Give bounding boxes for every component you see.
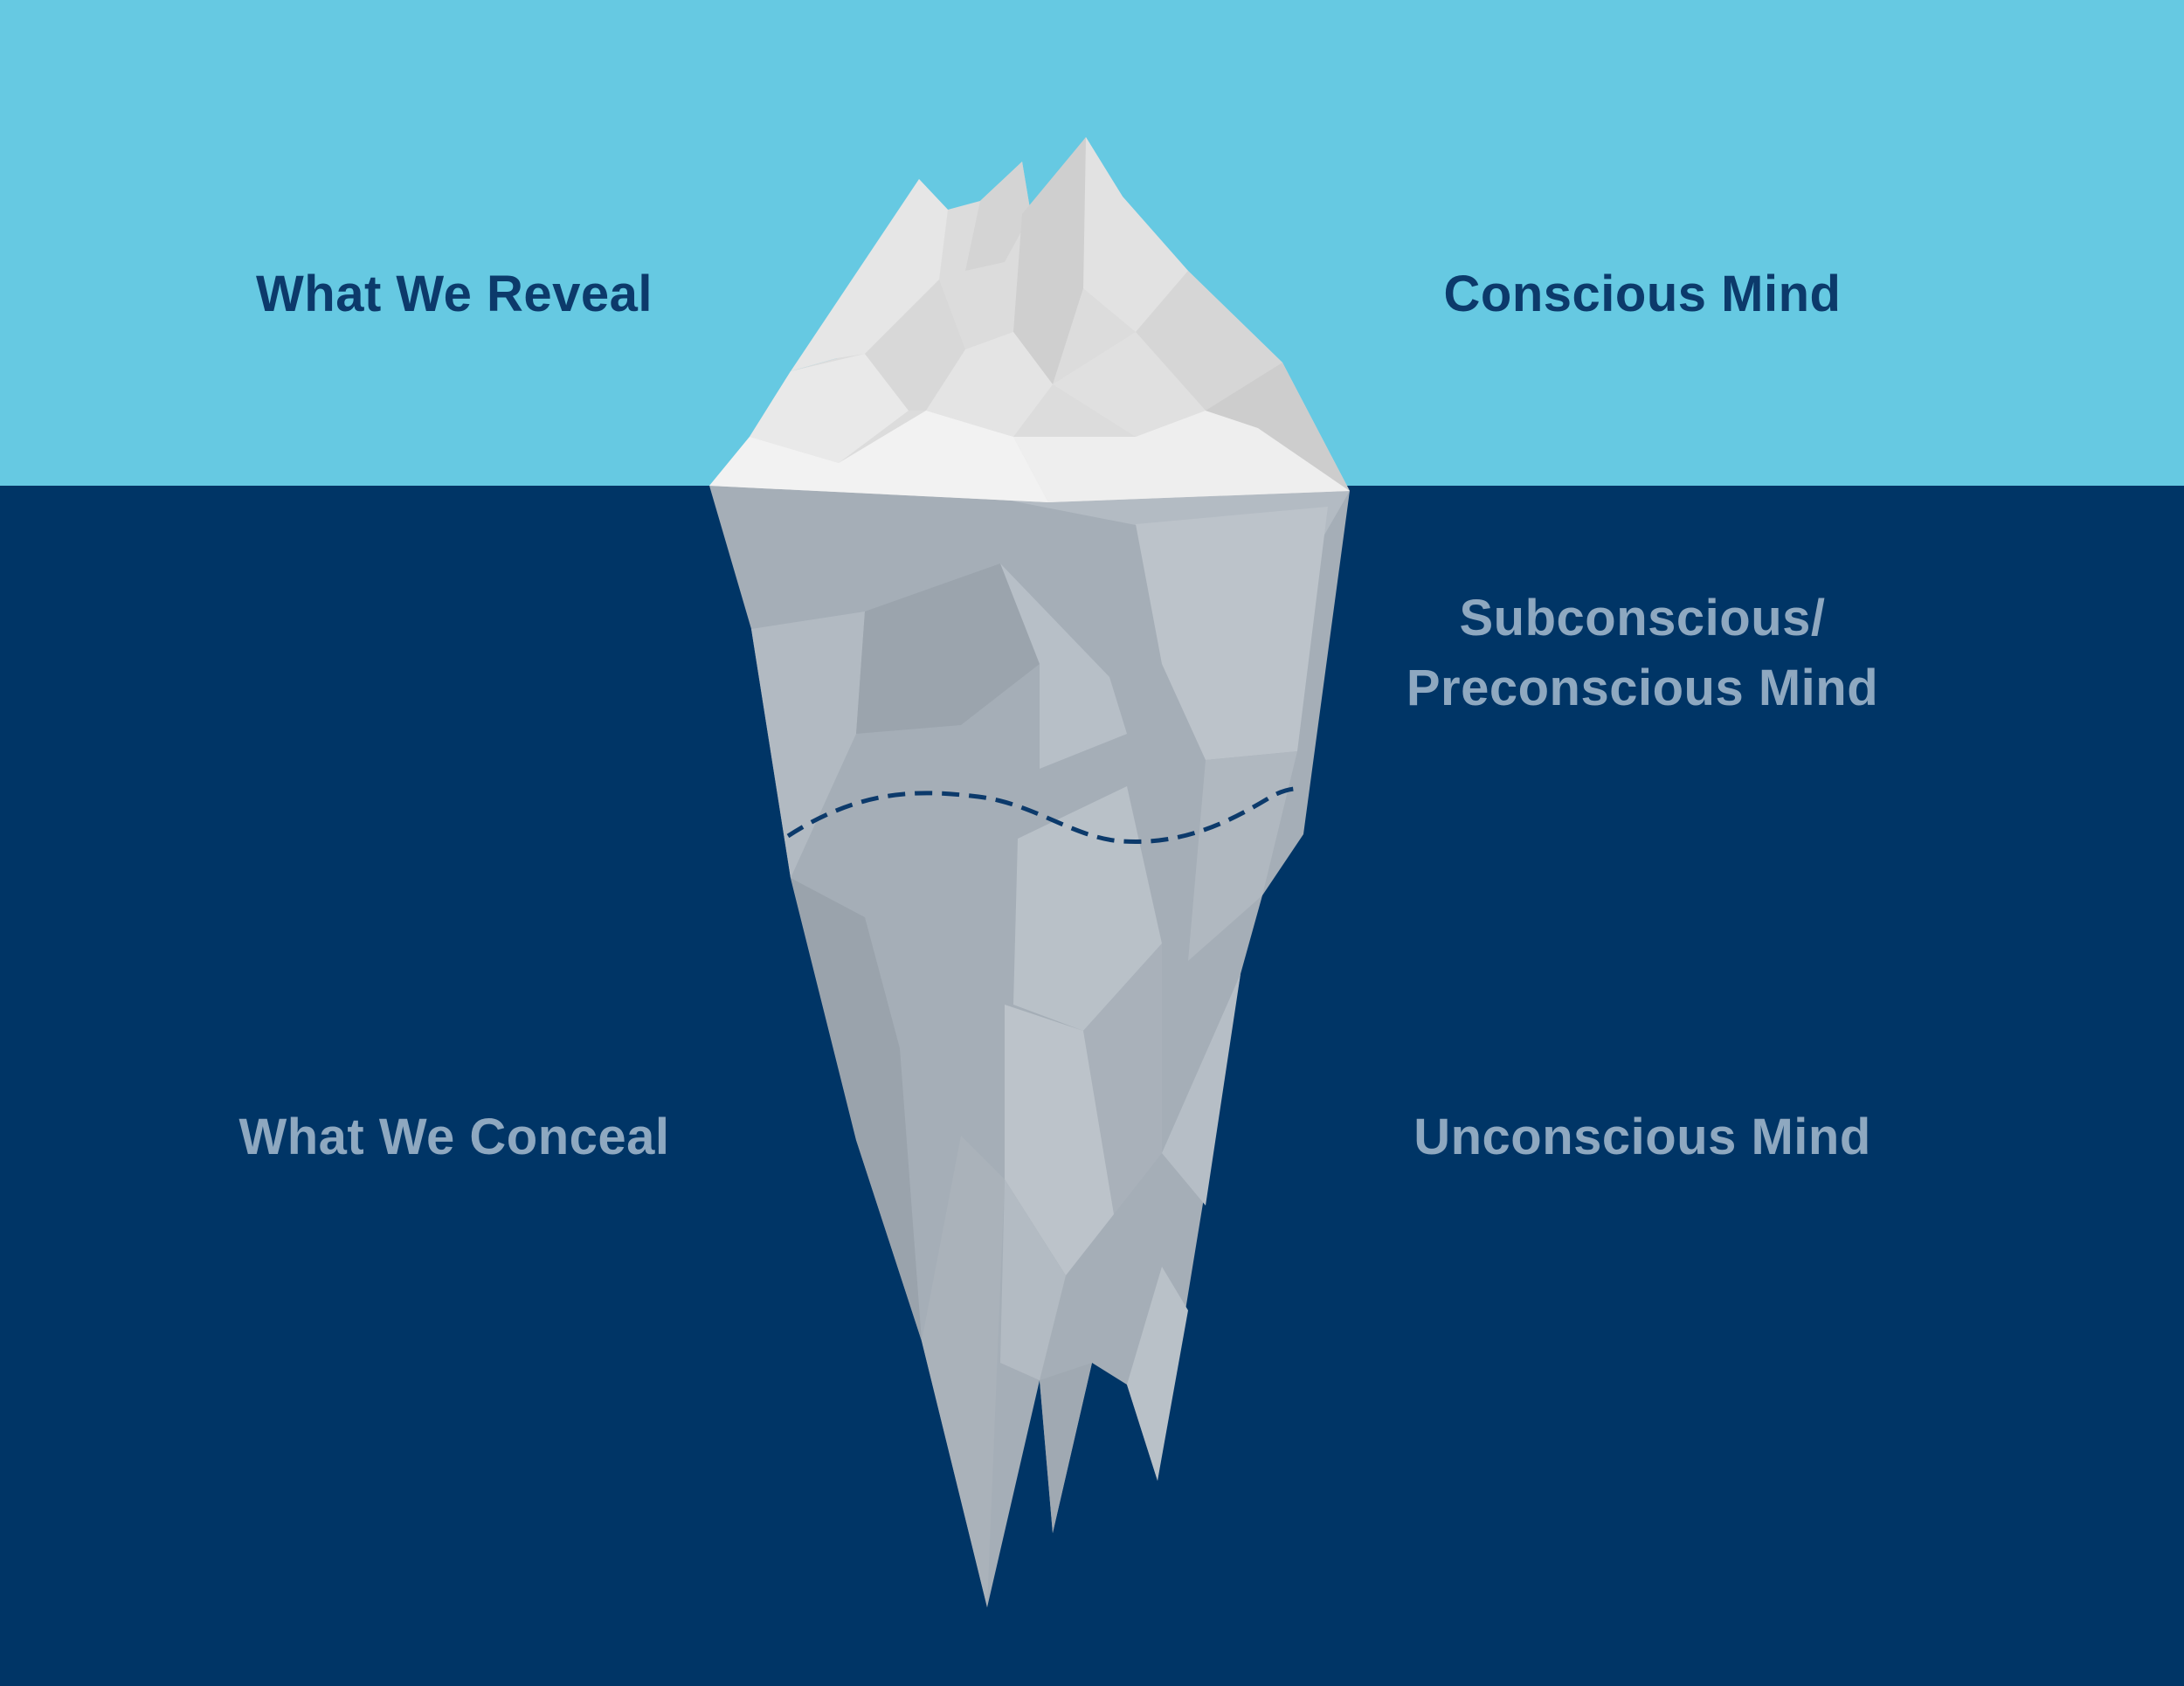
iceberg-tip: [709, 137, 1350, 502]
unconscious-mind-label: Unconscious Mind: [1413, 1109, 1871, 1165]
subconscious-label-line-1: Subconscious/: [1459, 590, 1826, 646]
conscious-mind-label: Conscious Mind: [1443, 266, 1842, 322]
subconscious-label-line-2: Preconscious Mind: [1406, 660, 1879, 716]
iceberg-submerged: [709, 486, 1350, 1607]
what-we-reveal-label: What We Reveal: [256, 266, 653, 322]
what-we-conceal-label: What We Conceal: [238, 1109, 670, 1165]
mind-divider-line: [786, 786, 1296, 844]
subconscious-mind-label: Subconscious/ Preconscious Mind: [1293, 584, 1992, 723]
